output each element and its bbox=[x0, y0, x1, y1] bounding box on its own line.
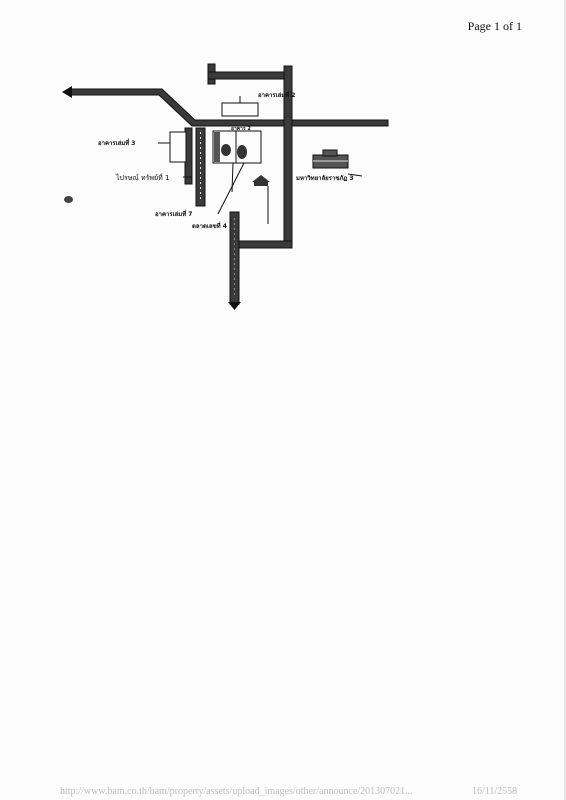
road-top-stub bbox=[207, 63, 289, 85]
label-university: มหาวิทยาลัยราชภัฏ 3 bbox=[296, 174, 354, 182]
label-building-center: อาคาร 2 bbox=[231, 126, 251, 132]
label-market: ตลาดเลขที่ 4 bbox=[192, 221, 227, 230]
road-left-vertical bbox=[184, 127, 206, 207]
footer-url: http://www.bam.co.th/bam/property/assets… bbox=[60, 786, 413, 797]
road-west bbox=[69, 88, 389, 127]
building-block-left bbox=[169, 131, 187, 163]
leader-lines bbox=[158, 96, 363, 224]
scan-edge bbox=[564, 0, 566, 800]
arrow-down-icon bbox=[228, 302, 241, 310]
label-village-left: อาคารเล่มที่ 3 bbox=[98, 138, 135, 147]
page-number: Page 1 of 1 bbox=[467, 19, 522, 33]
footer-date: 16/11/2558 bbox=[472, 786, 518, 797]
building-icon bbox=[312, 149, 349, 169]
scan-speck bbox=[64, 196, 73, 203]
building-block-top bbox=[221, 102, 259, 117]
label-village-top: อาคารเล่มที่ 2 bbox=[258, 90, 295, 99]
house-icon bbox=[252, 175, 270, 186]
label-village-bottom: อาคารเล่มที่ 7 bbox=[155, 209, 192, 218]
label-office-1: ไปรษณ์ ทรัพย์ที่ 1 bbox=[115, 173, 169, 182]
building-block-center bbox=[212, 130, 262, 164]
arrow-left-icon bbox=[62, 86, 72, 98]
